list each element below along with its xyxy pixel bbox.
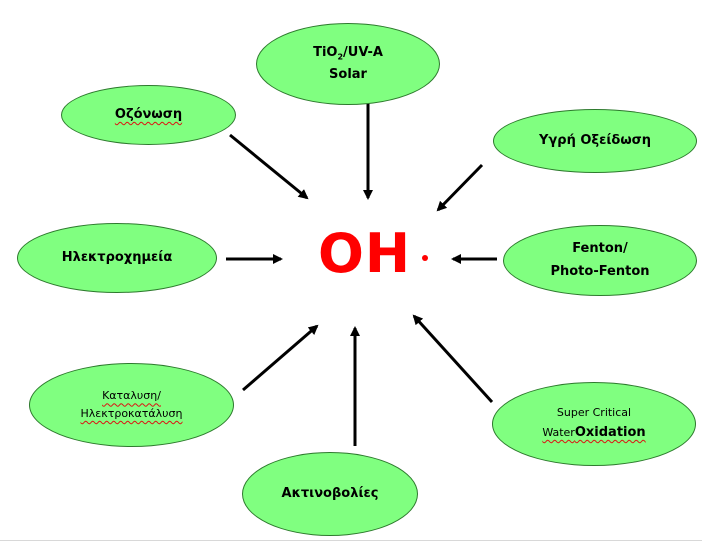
radical-dot (422, 255, 428, 261)
catalysis-line2: Ηλεκτροκατάλυση (80, 407, 183, 420)
arrow-from-catalysis (242, 324, 319, 392)
fenton-line2: Photo-Fenton (550, 263, 650, 279)
node-wet-oxidation: Υγρή Οξείδωση (493, 109, 697, 173)
catalysis-line1: Καταλυση/ (102, 389, 161, 403)
tio2-line1: TiO2/UV-A (313, 44, 383, 62)
node-catalysis: Καταλυση/ Ηλεκτροκατάλυση (29, 363, 234, 447)
fenton-line1: Fenton/ (572, 241, 628, 257)
tio2-line2: Solar (329, 67, 367, 83)
center-oh-label: OH (318, 222, 412, 285)
supercritical-line1: Super Critical (556, 406, 632, 420)
node-electrochemistry: Ηλεκτροχημεία (17, 223, 217, 293)
page-bottom-divider (0, 540, 702, 541)
node-ozonation: Οζόνωση (61, 85, 236, 145)
wet-oxidation-label: Υγρή Οξείδωση (539, 132, 651, 148)
radiation-label: Ακτινοβολίες (281, 485, 379, 501)
arrow-from-supercritical (412, 314, 494, 404)
node-supercritical: Super Critical WaterOxidation (492, 382, 696, 466)
arrow-from-ozonation (229, 133, 309, 200)
node-fenton: Fenton/ Photo-Fenton (503, 225, 697, 296)
ozonation-label: Οζόνωση (114, 106, 183, 122)
electrochemistry-label: Ηλεκτροχημεία (61, 249, 173, 265)
node-radiation: Ακτινοβολίες (242, 452, 418, 536)
supercritical-line2: WaterOxidation (542, 424, 646, 440)
node-tio2-uva-solar: TiO2/UV-A Solar (256, 23, 440, 105)
arrow-from-wet-oxidation (436, 163, 484, 212)
